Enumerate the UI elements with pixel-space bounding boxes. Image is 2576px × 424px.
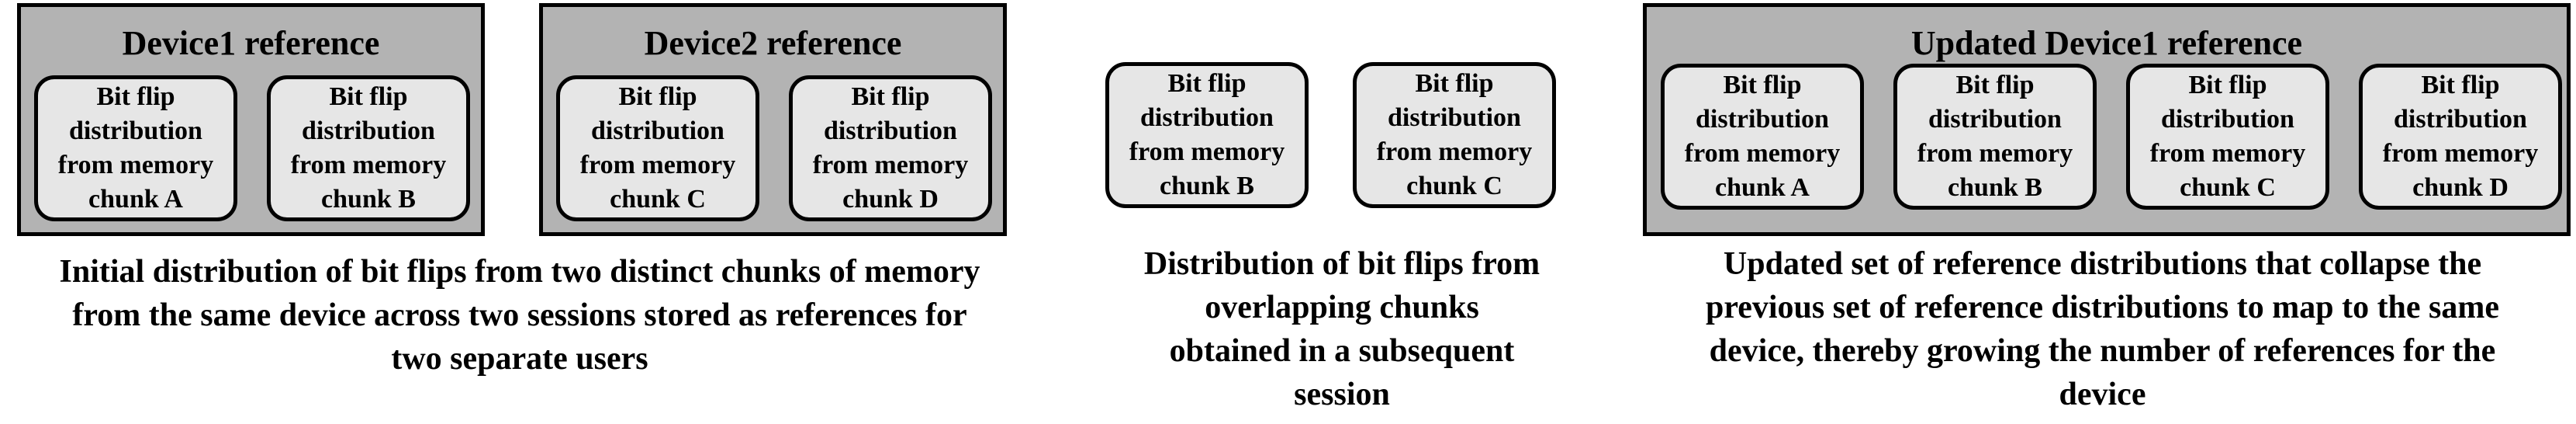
chunk-label-line1: Bit flip	[851, 82, 930, 111]
updated-chunk-c-box: Bit flip distribution from memory chunk …	[2126, 64, 2329, 210]
chunk-label-line2: distribution	[824, 116, 957, 145]
chunk-label-line3: from memory	[579, 151, 736, 179]
chunk-label-name: chunk B	[321, 185, 416, 214]
caption-line: previous set of reference distributions …	[1705, 290, 2500, 325]
chunk-label-name: chunk B	[1948, 173, 2042, 202]
chunk-label-line3: from memory	[2382, 139, 2539, 168]
caption-line: from the same device across two sessions…	[72, 297, 967, 333]
device2-reference-group: Device2 reference Bit flip distribution …	[539, 3, 1007, 236]
chunk-label-name: chunk A	[1715, 173, 1810, 202]
chunk-label-line2: distribution	[2161, 105, 2294, 134]
caption-line: Distribution of bit flips from	[1143, 246, 1540, 282]
chunk-label-name: chunk D	[842, 185, 939, 214]
chunk-d-box: Bit flip distribution from memory chunk …	[789, 75, 992, 221]
updated-device1-reference-title: Updated Device1 reference	[1910, 24, 2303, 62]
chunk-label-line3: from memory	[1129, 137, 1285, 166]
chunk-label-line1: Bit flip	[1955, 71, 2035, 99]
subsequent-chunk-b-box: Bit flip distribution from memory chunk …	[1105, 62, 1309, 208]
caption-line: overlapping chunks	[1205, 290, 1479, 325]
chunk-label-line2: distribution	[69, 116, 202, 145]
chunk-label-name: chunk C	[610, 185, 706, 214]
chunk-label-line1: Bit flip	[2421, 71, 2500, 99]
chunk-a-box: Bit flip distribution from memory chunk …	[34, 75, 237, 221]
chunk-label-name: chunk C	[2180, 173, 2276, 202]
chunk-label-name: chunk B	[1160, 172, 1254, 200]
caption-line: Initial distribution of bit flips from t…	[59, 254, 980, 290]
chunk-label-line1: Bit flip	[329, 82, 408, 111]
caption-line: device	[2059, 377, 2146, 412]
chunk-label-line1: Bit flip	[618, 82, 697, 111]
chunk-label-name: chunk A	[88, 185, 183, 214]
chunk-label-line1: Bit flip	[1415, 69, 1494, 98]
chunk-label-line3: from memory	[290, 151, 447, 179]
caption-line: session	[1294, 377, 1390, 412]
caption-line: obtained in a subsequent	[1169, 333, 1515, 369]
caption-line: device, thereby growing the number of re…	[1709, 333, 2496, 369]
chunk-label-line2: distribution	[591, 116, 724, 145]
chunk-label-line2: distribution	[2394, 105, 2527, 134]
chunk-c-box: Bit flip distribution from memory chunk …	[556, 75, 759, 221]
chunk-label-line2: distribution	[1696, 105, 1829, 134]
chunk-label-line1: Bit flip	[1167, 69, 1247, 98]
chunk-label-name: chunk D	[2412, 173, 2509, 202]
updated-chunk-a-box: Bit flip distribution from memory chunk …	[1661, 64, 1864, 210]
updated-chunk-b-box: Bit flip distribution from memory chunk …	[1893, 64, 2097, 210]
chunk-label-line3: from memory	[2149, 139, 2306, 168]
caption-line: Updated set of reference distributions t…	[1723, 246, 2482, 282]
device2-reference-title: Device2 reference	[644, 24, 902, 62]
chunk-label-line1: Bit flip	[1723, 71, 1802, 99]
chunk-label-line3: from memory	[1376, 137, 1533, 166]
chunk-label-line2: distribution	[302, 116, 435, 145]
updated-device1-reference-group: Updated Device1 reference Bit flip distr…	[1643, 3, 2571, 236]
chunk-label-name: chunk C	[1406, 172, 1502, 200]
subsequent-session-caption: Distribution of bit flips from overlappi…	[1070, 242, 1613, 416]
chunk-label-line3: from memory	[1917, 139, 2073, 168]
chunk-label-line2: distribution	[1140, 103, 1274, 132]
updated-reference-caption: Updated set of reference distributions t…	[1629, 242, 2576, 416]
chunk-b-box: Bit flip distribution from memory chunk …	[267, 75, 470, 221]
initial-distribution-caption: Initial distribution of bit flips from t…	[0, 250, 1039, 381]
chunk-label-line2: distribution	[1928, 105, 2062, 134]
updated-chunk-d-box: Bit flip distribution from memory chunk …	[2359, 64, 2562, 210]
chunk-label-line3: from memory	[57, 151, 214, 179]
chunk-label-line1: Bit flip	[2188, 71, 2267, 99]
subsequent-chunk-c-box: Bit flip distribution from memory chunk …	[1353, 62, 1556, 208]
chunk-label-line1: Bit flip	[96, 82, 175, 111]
chunk-label-line3: from memory	[812, 151, 969, 179]
device1-reference-group: Device1 reference Bit flip distribution …	[17, 3, 485, 236]
chunk-label-line2: distribution	[1388, 103, 1521, 132]
chunk-label-line3: from memory	[1684, 139, 1841, 168]
caption-line: two separate users	[391, 341, 648, 377]
device1-reference-title: Device1 reference	[122, 24, 380, 62]
